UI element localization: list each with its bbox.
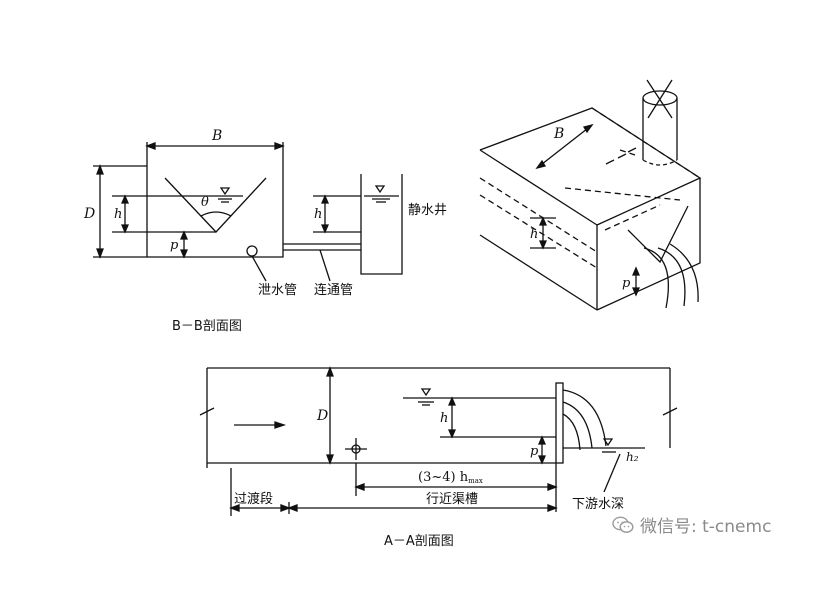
downstream-depth-label: 下游水深 <box>572 497 624 512</box>
bb-angle: θ <box>201 195 209 210</box>
well-label: 静水井 <box>408 203 447 218</box>
iso-dim-h: h <box>530 227 538 242</box>
bb-dim-h-well: h <box>314 207 322 222</box>
bb-dim-h: h <box>114 207 122 222</box>
drain-pipe-label: 泄水管 <box>258 283 297 298</box>
aa-dim-h: h <box>440 411 448 426</box>
approach-length-sub: max <box>468 477 483 485</box>
iso-dim-p: p <box>622 276 631 291</box>
bb-section <box>93 142 403 282</box>
approach-length: (3~4) hmax <box>418 470 483 485</box>
aa-caption: A－A剖面图 <box>384 534 454 549</box>
approach-channel-label: 行近渠槽 <box>426 492 478 507</box>
transition-label: 过渡段 <box>234 491 273 507</box>
connect-pipe-label: 连通管 <box>314 282 353 298</box>
watermark: 微信号: t-cnemc <box>612 512 771 537</box>
bb-dim-p: p <box>170 238 179 253</box>
iso-dim-b: B <box>553 126 564 142</box>
watermark-text: 微信号: t-cnemc <box>640 517 772 537</box>
iso-labels: B h p <box>530 126 631 291</box>
aa-dim-h2: h₂ <box>626 450 639 464</box>
aa-dim-p: p <box>530 444 539 459</box>
iso-view <box>479 79 702 311</box>
bb-dim-d: D <box>83 206 95 222</box>
aa-section <box>199 366 678 516</box>
bb-dim-b: B <box>211 128 222 144</box>
aa-labels: D h p h₂ (3~4) hmax 行近渠槽 过渡段 下游水深 A－A剖面图 <box>234 408 639 549</box>
approach-length-prefix: (3~4) h <box>418 470 469 485</box>
aa-dim-d: D <box>316 408 328 424</box>
bb-caption: B－B剖面图 <box>172 319 242 334</box>
bb-labels: B D h p θ h 静水井 泄水管 连通管 B－B剖面图 <box>83 128 447 334</box>
wechat-icon <box>612 516 634 533</box>
